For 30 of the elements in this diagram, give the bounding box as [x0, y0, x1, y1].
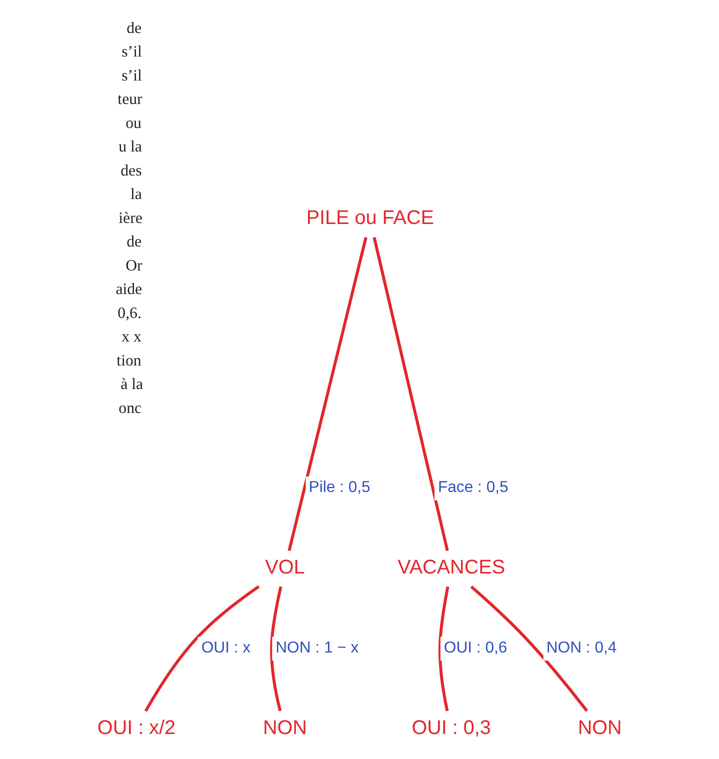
label: la: [130, 186, 142, 204]
label: aide: [115, 281, 142, 298]
label: tion: [116, 352, 141, 370]
label: des: [120, 162, 142, 180]
node-text: VACANCES: [397, 556, 505, 579]
label: u la: [118, 138, 142, 156]
edge-label: Face : 0,5: [437, 479, 508, 496]
node-text: NON: [577, 716, 622, 739]
label: de: [126, 234, 142, 251]
edge-label: Pile : 0,5: [308, 479, 370, 496]
label: onc: [118, 400, 142, 417]
label: 0,6.: [117, 304, 141, 322]
label: x x: [121, 328, 141, 346]
label: de: [126, 20, 142, 37]
edge-label: OUI : x: [200, 640, 250, 657]
node-text: OUI : x/2: [96, 716, 176, 739]
edge-label: NON : 1 − x: [275, 640, 358, 657]
label: ou: [125, 114, 141, 132]
label: teur: [117, 91, 142, 108]
label: à la: [120, 376, 143, 394]
node-text: NON: [262, 716, 307, 739]
label: s’il: [121, 44, 142, 61]
label: ière: [118, 210, 142, 227]
node-text: VOL: [264, 556, 304, 579]
edge-label: NON : 0,4: [546, 640, 616, 657]
label: Or: [125, 257, 142, 274]
label: s’il: [121, 67, 142, 84]
node-text: PILE ou FACE: [306, 207, 434, 230]
edge-label: OUI : 0,6: [443, 640, 507, 657]
node-text: OUI : 0,3: [411, 716, 490, 739]
